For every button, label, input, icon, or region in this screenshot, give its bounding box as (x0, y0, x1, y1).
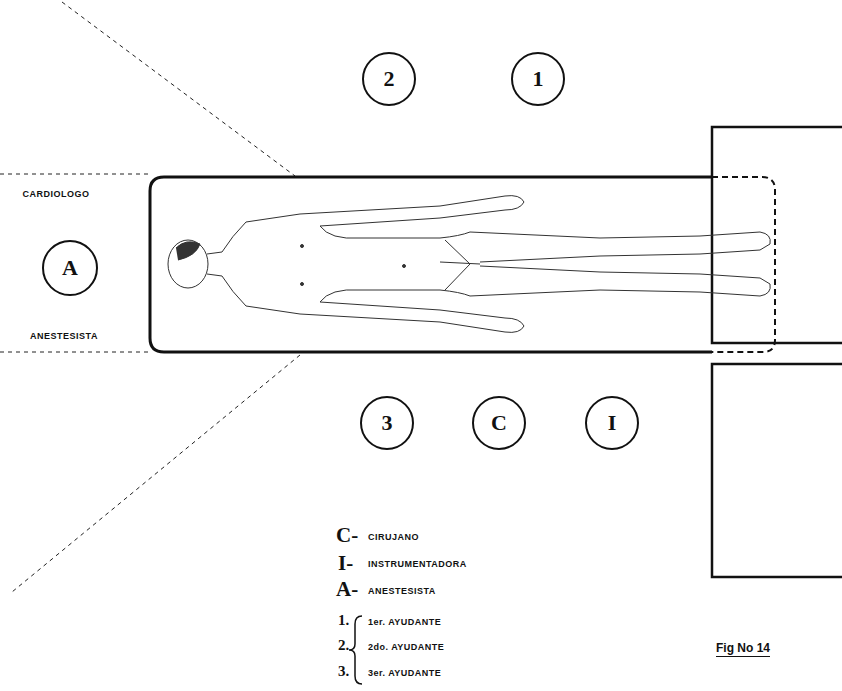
bracket (349, 616, 362, 684)
legend-text: ANESTESISTA (368, 586, 436, 596)
position-letter: 2 (384, 66, 395, 92)
patient-figure (168, 196, 770, 333)
figure-number: Fig No 14 (716, 641, 770, 657)
position-circle: C (472, 396, 526, 450)
role-label: CARDIOLOGO (23, 189, 90, 199)
position-letter: A (62, 255, 78, 281)
position-circle: 3 (360, 396, 414, 450)
legend-text: 3er. AYUDANTE (368, 668, 441, 678)
operating-table (150, 177, 775, 352)
instrument-tables (712, 127, 842, 577)
legend-text: 2do. AYUDANTE (368, 642, 444, 652)
legend-text: 3. (338, 663, 349, 680)
position-letter: C (491, 410, 507, 436)
legend-text: C- (336, 523, 358, 548)
legend-text: CIRUJANO (368, 532, 419, 542)
position-circle: 1 (511, 52, 565, 106)
role-label: ANESTESISTA (30, 331, 98, 341)
position-circle: I (585, 396, 639, 450)
legend-text: I- (338, 551, 353, 576)
position-letter: 3 (382, 410, 393, 436)
legend-text: INSTRUMENTADORA (368, 559, 467, 569)
position-circle: 2 (362, 52, 416, 106)
position-letter: I (608, 410, 617, 436)
legend-text: A- (336, 577, 358, 602)
position-letter: 1 (533, 66, 544, 92)
legend-text: 1er. AYUDANTE (368, 617, 441, 627)
legend-text: 1. (338, 612, 349, 629)
position-circle: CARDIOLOGO A ANESTESISTA (0, 183, 140, 353)
legend-text: 2. (338, 637, 349, 654)
